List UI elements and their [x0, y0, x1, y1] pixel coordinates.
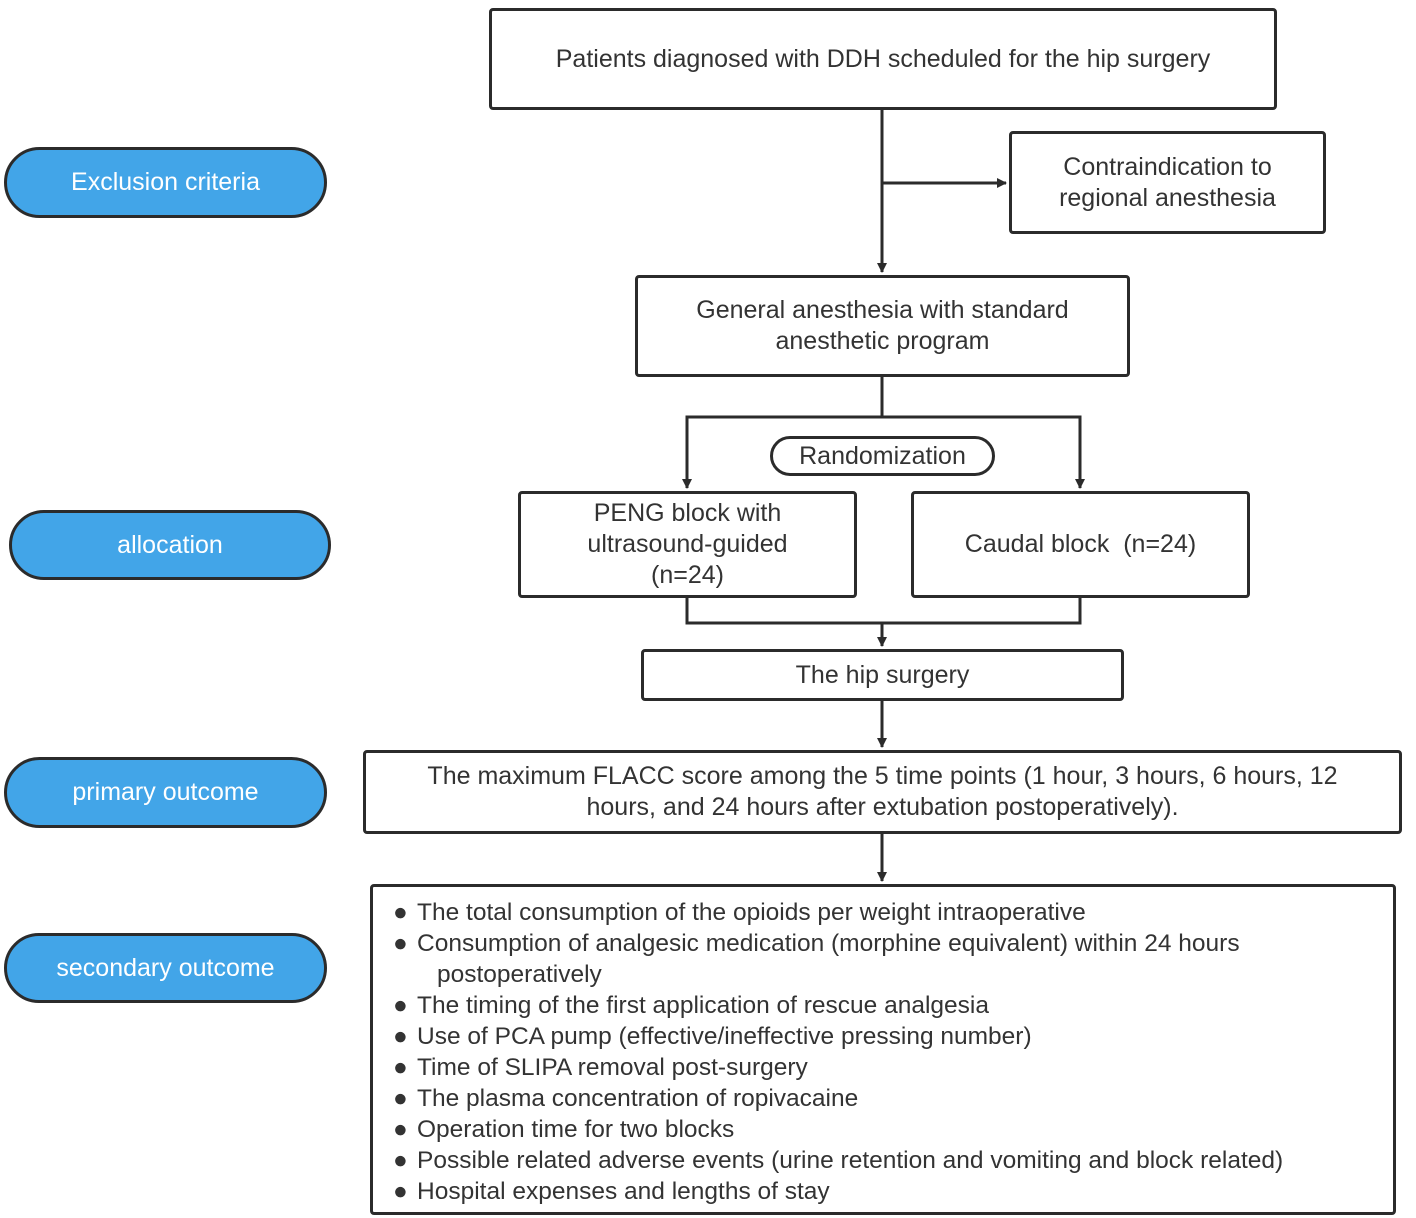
secondary-item: ●Consumption of analgesic medication (mo…	[393, 928, 1393, 990]
label-primary-outcome: primary outcome	[4, 757, 327, 828]
label-allocation: allocation	[9, 510, 331, 580]
secondary-item-text: Time of SLIPA removal post-surgery	[417, 1054, 808, 1081]
secondary-item-text: Operation time for two blocks	[417, 1116, 735, 1143]
secondary-item: ●Use of PCA pump (effective/ineffective …	[393, 1021, 1393, 1052]
box-contraindication: Contraindication to regional anesthesia	[1009, 131, 1326, 234]
secondary-item-continuation: postoperatively	[437, 961, 602, 988]
secondary-item-text: Possible related adverse events (urine r…	[417, 1147, 1284, 1174]
box-peng-block: PENG block with ultrasound-guided (n=24)	[518, 491, 857, 598]
label-exclusion-criteria: Exclusion criteria	[4, 147, 327, 218]
secondary-item-text: The timing of the first application of r…	[417, 992, 989, 1019]
box-primary-outcome: The maximum FLACC score among the 5 time…	[363, 750, 1402, 834]
secondary-item-text: The total consumption of the opioids per…	[417, 899, 1086, 926]
box-caudal-block: Caudal block (n=24)	[911, 491, 1250, 598]
merge-line	[685, 598, 1082, 625]
secondary-item: ●The total consumption of the opioids pe…	[393, 897, 1393, 928]
secondary-item-text: The plasma concentration of ropivacaine	[417, 1085, 859, 1112]
secondary-item: ●Possible related adverse events (urine …	[393, 1145, 1393, 1176]
secondary-item: ●The timing of the first application of …	[393, 990, 1393, 1021]
label-secondary-outcome: secondary outcome	[4, 933, 327, 1003]
box-hip-surgery: The hip surgery	[641, 649, 1124, 701]
randomization-label: Randomization	[770, 436, 995, 476]
box-patients: Patients diagnosed with DDH scheduled fo…	[489, 8, 1277, 110]
secondary-item-text: Use of PCA pump (effective/ineffective p…	[417, 1023, 1032, 1050]
secondary-item: ●Hospital expenses and lengths of stay	[393, 1176, 1393, 1207]
box-secondary-outcomes: ●The total consumption of the opioids pe…	[370, 884, 1396, 1215]
secondary-item-text: Consumption of analgesic medication (mor…	[417, 930, 1240, 957]
secondary-item: ●The plasma concentration of ropivacaine	[393, 1083, 1393, 1114]
arrow-to-caudal	[882, 415, 1085, 489]
secondary-item: ●Operation time for two blocks	[393, 1114, 1393, 1145]
secondary-item-text: Hospital expenses and lengths of stay	[417, 1178, 830, 1205]
secondary-item: ●Time of SLIPA removal post-surgery	[393, 1052, 1393, 1083]
box-general-anesthesia: General anesthesia with standard anesthe…	[635, 275, 1130, 377]
